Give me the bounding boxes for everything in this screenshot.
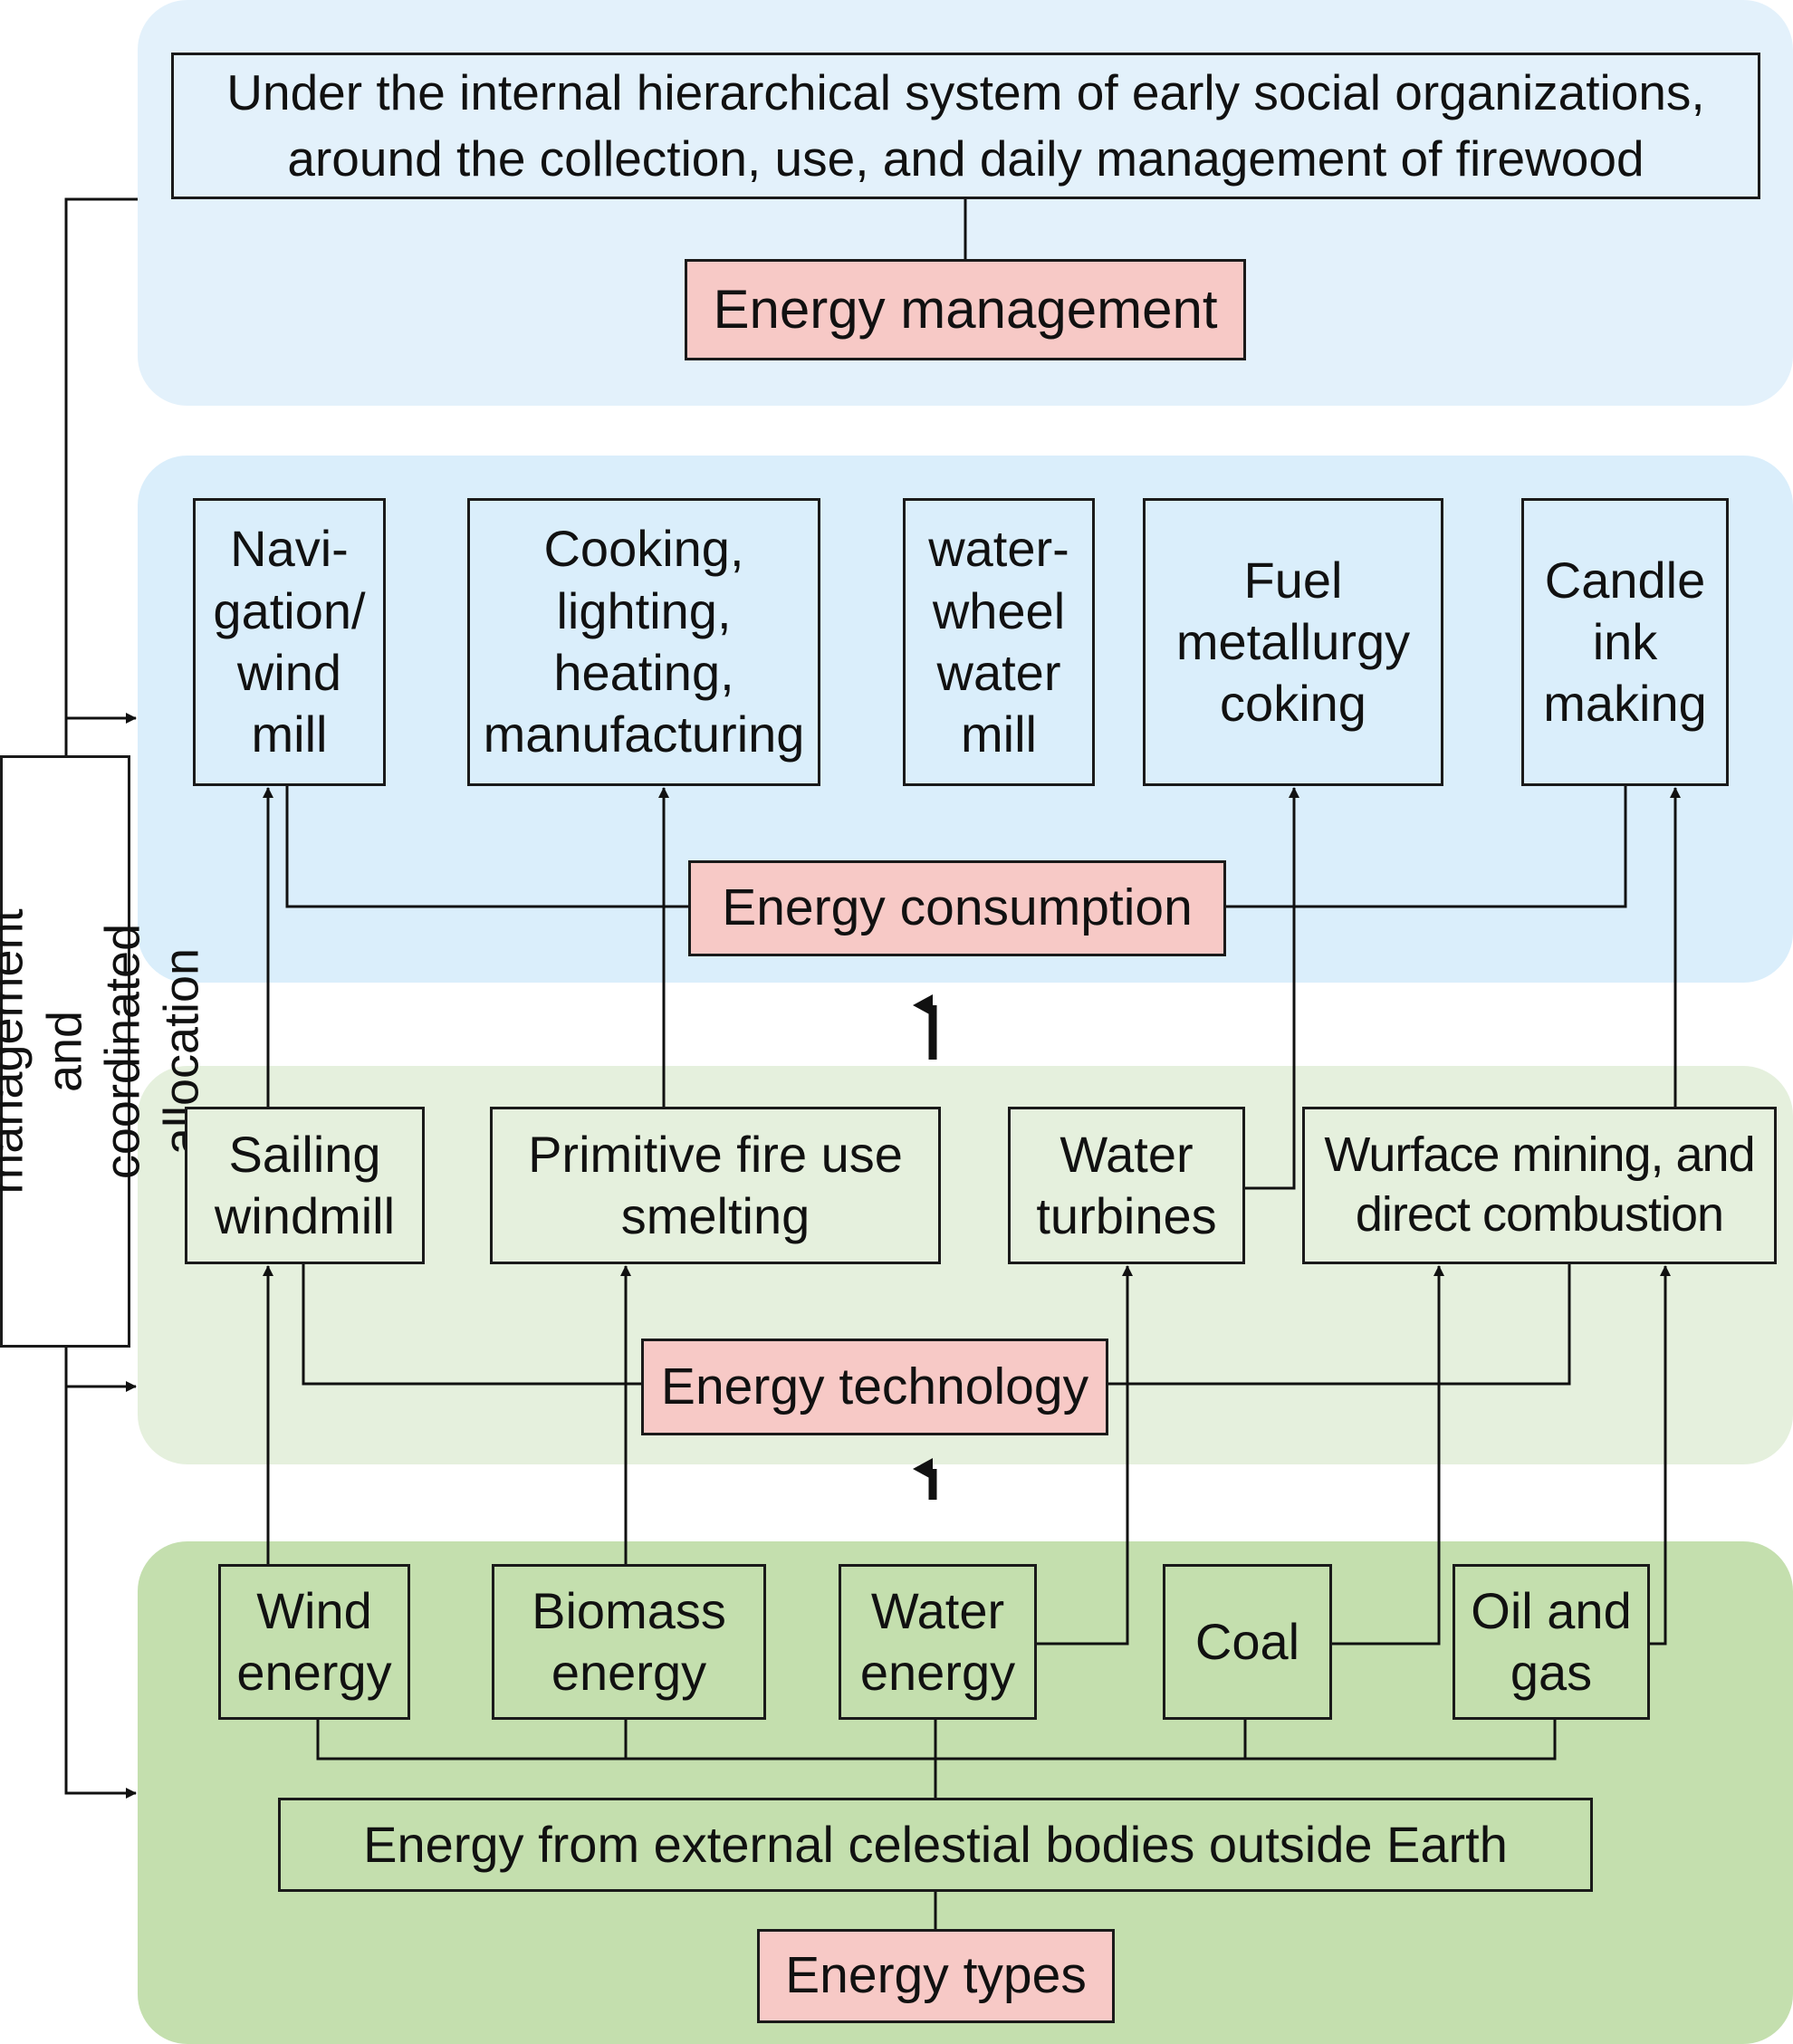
technology-item-turbines: Water turbines	[1008, 1107, 1245, 1264]
energy-type-wind: Wind energy	[218, 1564, 410, 1720]
energy-management-label: Energy management	[685, 259, 1246, 360]
consumption-item-fuel: Fuel metallurgy coking	[1143, 498, 1443, 786]
energy-source-celestial: Energy from external celestial bodies ou…	[278, 1798, 1593, 1892]
side-label-daily-management: Daily management and coordinated allocat…	[0, 755, 209, 1348]
side-label-text: Daily management and coordinated allocat…	[0, 908, 210, 1195]
technology-item-fire: Primitive fire use smelting	[490, 1107, 941, 1264]
energy-type-water: Water energy	[839, 1564, 1037, 1720]
consumption-item-candle: Candle ink making	[1521, 498, 1729, 786]
consumption-item-waterwheel: water- wheel water mill	[903, 498, 1095, 786]
technology-item-sailing: Sailing windmill	[185, 1107, 425, 1264]
management-description: Under the internal hierarchical system o…	[171, 53, 1760, 199]
energy-technology-label: Energy technology	[641, 1339, 1108, 1435]
energy-consumption-label: Energy consumption	[688, 860, 1226, 956]
energy-type-oil-gas: Oil and gas	[1453, 1564, 1650, 1720]
consumption-item-navigation: Navi- gation/ wind mill	[193, 498, 386, 786]
energy-type-coal: Coal	[1163, 1564, 1332, 1720]
energy-types-label: Energy types	[757, 1929, 1115, 2023]
energy-type-biomass: Biomass energy	[492, 1564, 766, 1720]
consumption-item-cooking: Cooking, lighting, heating, manufacturin…	[467, 498, 820, 786]
technology-item-mining: Wurface mining, and direct combustion	[1302, 1107, 1777, 1264]
